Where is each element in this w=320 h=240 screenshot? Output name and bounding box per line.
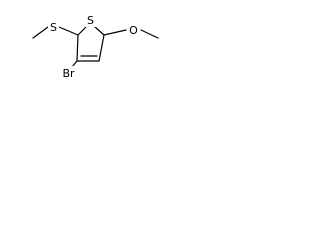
bond-c2-c3	[76, 34, 79, 62]
svg-text:S: S	[50, 21, 57, 34]
bond-c5-o	[103, 29, 127, 36]
bond-s-methyl	[32, 26, 49, 39]
svg-text:S: S	[87, 14, 94, 27]
structure-canvas: S S O Br	[0, 0, 172, 94]
molecule-drawing: S S O Br	[32, 13, 159, 80]
atom-bromine: Br	[59, 66, 78, 80]
svg-text:O: O	[129, 24, 138, 37]
bond-c2-s-methylthio	[58, 26, 79, 36]
bond-c2-s1	[77, 26, 87, 36]
atom-sulfur-methylthio: S	[48, 20, 59, 34]
svg-text:Br: Br	[62, 67, 75, 80]
bond-s1-c5	[94, 26, 105, 36]
bond-c4-c5	[98, 34, 105, 62]
atom-oxygen-methoxy: O	[127, 23, 140, 37]
atom-sulfur-ring: S	[85, 13, 96, 27]
bond-o-methyl	[140, 29, 159, 39]
